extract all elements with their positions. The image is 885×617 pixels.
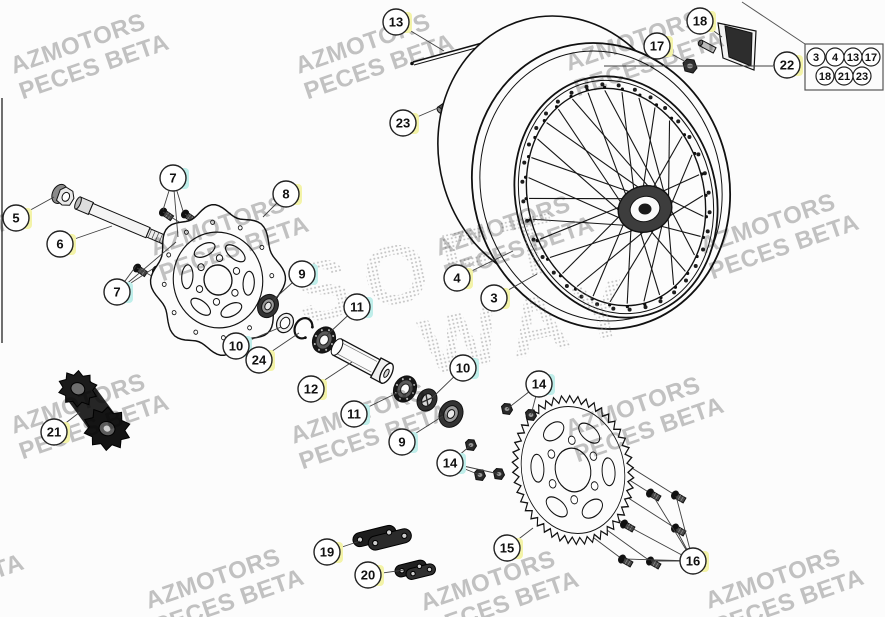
callout-14[interactable]: 14 [525,370,555,398]
callout-number: 11 [350,300,364,315]
sprocket-bolts [618,488,687,570]
hub-part [58,369,131,452]
rear-sprocket [511,394,635,546]
callout-number: 10 [456,361,470,376]
callout-6[interactable]: 6 [46,230,76,258]
callout-number: 8 [282,187,289,202]
callout-number: 22 [780,58,794,73]
callout-8[interactable]: 8 [272,180,302,208]
legend-number: 13 [847,52,859,64]
callout-3[interactable]: 3 [480,284,510,312]
callout-number: 17 [650,39,664,54]
legend-number: 4 [832,52,839,64]
pad-pin [697,39,717,54]
callout-number: 14 [532,377,547,392]
legend-item-4[interactable]: 4 [825,47,845,67]
legend-item-18[interactable]: 18 [815,66,835,86]
callout-number: 9 [398,435,405,450]
legend-number: 17 [865,52,877,64]
callout-number: 11 [347,407,361,422]
chain-clip-link [394,559,436,580]
callout-5[interactable]: 5 [2,204,32,232]
seal-washer-left [275,312,295,334]
callout-number: 16 [686,554,700,569]
callout-19[interactable]: 19 [313,538,343,566]
legend-item-17[interactable]: 17 [861,47,881,67]
legend-item-23[interactable]: 23 [852,66,872,86]
callout-24[interactable]: 24 [245,346,275,374]
bolt [646,556,662,570]
rim-spoke-holes [520,82,712,312]
cush-rubber-pad [697,22,757,71]
callout-number: 24 [252,353,267,368]
chain-master-link [352,524,412,551]
wheel-hub-center [617,185,673,233]
callout-15[interactable]: 15 [493,534,523,562]
callout-7[interactable]: 7 [103,278,133,306]
brake-disc [149,203,287,357]
callout-number: 10 [229,339,243,354]
callout-13[interactable]: 13 [382,8,412,36]
spacer-tube [330,338,394,384]
callout-9[interactable]: 9 [388,428,418,456]
legend-number: 23 [856,71,868,83]
callout-23[interactable]: 23 [389,109,419,137]
callout-10[interactable]: 10 [449,354,479,382]
callout-number: 7 [169,171,176,186]
callout-number: 5 [12,211,19,226]
callout-11[interactable]: 11 [340,400,370,428]
callout-20[interactable]: 20 [354,561,384,589]
callout-number: 14 [443,456,458,471]
legend-item-21[interactable]: 21 [834,66,854,86]
callout-number: 7 [113,285,120,300]
wheel-bearing-right [392,375,418,403]
circlip [293,317,314,340]
callout-number: 18 [693,14,707,29]
spacer-bushing-right [438,400,464,428]
legend-box: 3 4 13 17 18 21 23 [741,1,884,91]
callout-9[interactable]: 9 [288,260,318,288]
callout-number: 21 [47,425,61,440]
callout-7[interactable]: 7 [159,164,189,192]
callout-12[interactable]: 12 [297,375,327,403]
callout-number: 4 [453,271,461,286]
spokes [523,85,709,309]
callout-16[interactable]: 16 [679,547,709,575]
callout-22[interactable]: 22 [773,51,803,79]
legend-number: 21 [838,71,850,83]
leader-lines [15,20,801,576]
callout-4[interactable]: 4 [443,264,473,292]
callout-number: 15 [500,541,514,556]
legend-number: 18 [819,71,831,83]
bolt [671,490,687,504]
bolt [646,488,662,502]
callout-21[interactable]: 21 [40,418,70,446]
callout-number: 13 [389,15,403,30]
callout-11[interactable]: 11 [343,293,373,321]
callout-18[interactable]: 18 [686,7,716,35]
callout-bubbles: 13 23 18 17 22 7 8 5 6 7 9 11 10 24 12 11 10 9 4 3 21 14 14 19 2… [2,7,803,589]
rear-wheel [437,15,732,330]
callout-14[interactable]: 14 [436,449,466,477]
callout-number: 12 [304,382,318,397]
callout-number: 9 [298,267,305,282]
callout-10[interactable]: 10 [222,332,252,360]
axle-nut [51,183,75,206]
legend-item-3[interactable]: 3 [806,47,826,67]
callout-number: 23 [396,116,410,131]
legend-number: 3 [813,52,819,64]
seal-washer-right [416,388,438,412]
bolt [618,554,634,568]
callout-17[interactable]: 17 [643,32,673,60]
callout-number: 19 [320,545,334,560]
callout-number: 6 [56,237,63,252]
callout-number: 20 [361,568,375,583]
callout-number: 3 [490,291,497,306]
legend-item-13[interactable]: 13 [843,47,863,67]
